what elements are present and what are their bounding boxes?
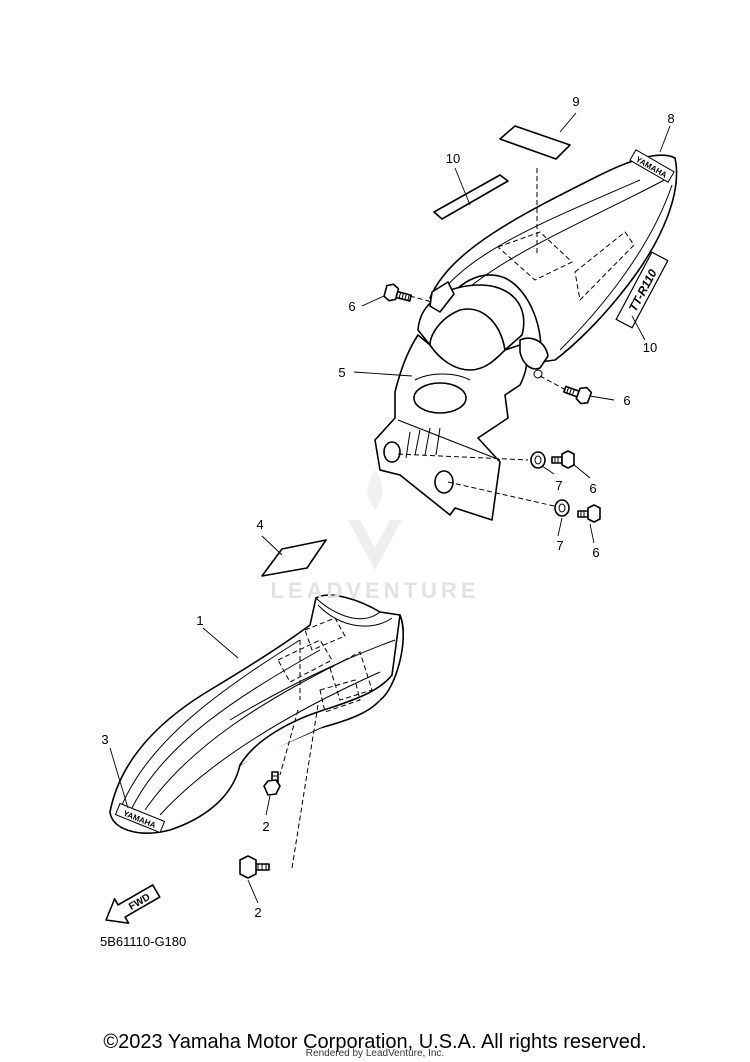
bolt-2-upper[interactable] [263,771,281,796]
watermark-brand: LEADVENTURE [270,578,480,603]
fwd-label: FWD [127,892,152,913]
callout-2-upper: 2 [262,819,269,834]
callout-7-lower: 7 [556,538,563,553]
fwd-arrow: FWD [105,884,161,924]
washer-7-lower[interactable] [554,499,570,517]
callout-10-upper: 10 [446,151,460,166]
callout-6-lower-lower: 6 [592,545,599,560]
watermark-logo [348,470,402,570]
bolt-2-lower[interactable] [239,855,270,879]
callout-8: 8 [667,111,674,126]
callout-6-mid-right: 6 [623,393,630,408]
copyright-notice: ©2023 Yamaha Motor Corporation, U.S.A. A… [103,1031,647,1053]
sticker-10-upper[interactable] [433,174,509,220]
callout-1: 1 [196,613,203,628]
callout-7-upper: 7 [555,478,562,493]
callout-2-lower: 2 [254,905,261,920]
sticker-4[interactable] [261,539,327,577]
callout-3: 3 [101,732,108,747]
bolt-6-lower-upper[interactable] [551,450,575,469]
front-fender[interactable] [109,594,404,834]
bolt-6-mid-right[interactable] [562,381,593,406]
washer-7-upper[interactable] [530,451,546,469]
bolt-6-lower-lower[interactable] [577,504,601,523]
bolt-6-upper-left[interactable] [383,283,413,306]
sticker-9[interactable] [499,125,571,160]
callout-6-lower-upper: 6 [589,481,596,496]
rendered-by-note: Rendered by LeadVenture, Inc. [305,1048,445,1059]
callout-10-side: 10 [643,340,657,355]
callout-6-upper-left: 6 [348,299,355,314]
rear-fender[interactable] [374,154,678,521]
callout-5: 5 [338,365,345,380]
diagram-code: 5B61110-G180 [100,934,187,949]
callout-9: 9 [572,94,579,109]
callout-4: 4 [256,517,263,532]
